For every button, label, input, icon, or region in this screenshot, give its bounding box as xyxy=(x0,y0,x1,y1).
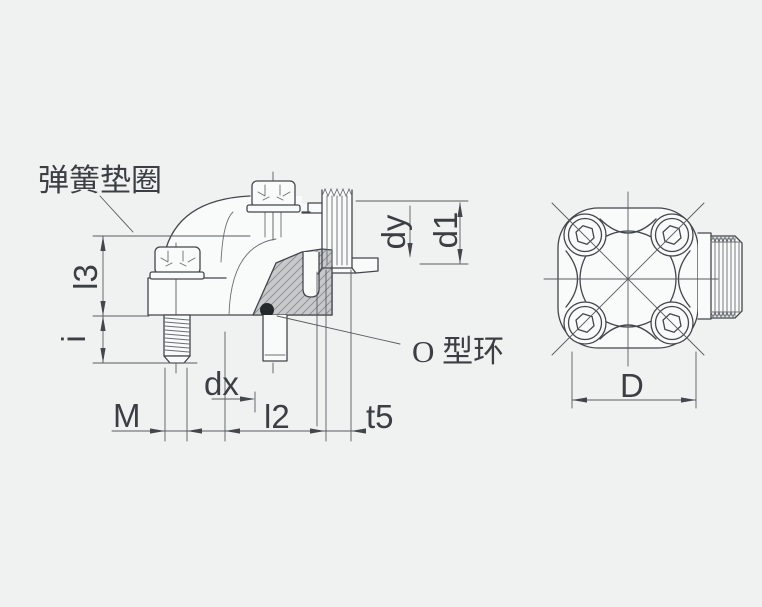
o-ring-label: O 型环 xyxy=(412,334,504,369)
dimension-linework xyxy=(92,195,697,442)
flange-bolt-top-left xyxy=(563,213,607,257)
connector-thread-minor-lines xyxy=(711,241,742,313)
left-view-elbow-section xyxy=(147,171,379,374)
left-bolt-socket-lines xyxy=(160,250,196,267)
left-bolt-spring-washer xyxy=(149,271,205,280)
stud-base-collar xyxy=(301,202,323,214)
dim-l2-label: l2 xyxy=(264,398,290,435)
dim-l3-label: l3 xyxy=(67,264,104,290)
connector-neck xyxy=(697,232,712,320)
elbow-inner-curve-2 xyxy=(220,211,234,263)
o-ring-dot xyxy=(260,303,274,317)
stud-thread-lines xyxy=(326,195,348,266)
pilot-pin xyxy=(262,315,288,362)
dim-M-label: M xyxy=(113,397,141,434)
top-bolt-spring-washer xyxy=(246,204,301,213)
top-bolt-head xyxy=(251,180,296,209)
connector-thread-lines xyxy=(714,237,740,317)
left-bolt-thread-lines xyxy=(164,317,190,353)
spring-washer-leader xyxy=(99,195,134,233)
dim-t5-label: t5 xyxy=(366,398,394,435)
o-ring-leader xyxy=(276,315,401,345)
dim-D-label: D xyxy=(620,367,644,404)
flange-centerlines xyxy=(543,191,719,367)
elbow-inner-arc xyxy=(228,238,277,316)
dim-dy-label: dy xyxy=(375,214,412,249)
top-bolt-socket-lines xyxy=(257,184,291,201)
bore-vertical-lines xyxy=(264,211,282,238)
left-bolt-head xyxy=(154,246,201,275)
o-ring-groove-notch xyxy=(302,252,320,298)
right-view-flange-front xyxy=(543,191,743,367)
connector-thread-outline xyxy=(710,235,743,319)
stud-thread-crest-zigzag xyxy=(321,187,353,198)
flange-bolt-bottom-left xyxy=(563,301,607,345)
connector-thread-teeth xyxy=(710,235,736,319)
spring-washer-label: 弹簧垫圈 xyxy=(38,163,162,198)
left-bolt-tip-chamfer xyxy=(163,355,191,364)
dim-d1-label: d1 xyxy=(427,212,464,249)
dim-dx-label: dx xyxy=(204,365,239,402)
stud-bottom-chamfer xyxy=(317,267,357,275)
dim-i-label: i xyxy=(55,335,92,342)
